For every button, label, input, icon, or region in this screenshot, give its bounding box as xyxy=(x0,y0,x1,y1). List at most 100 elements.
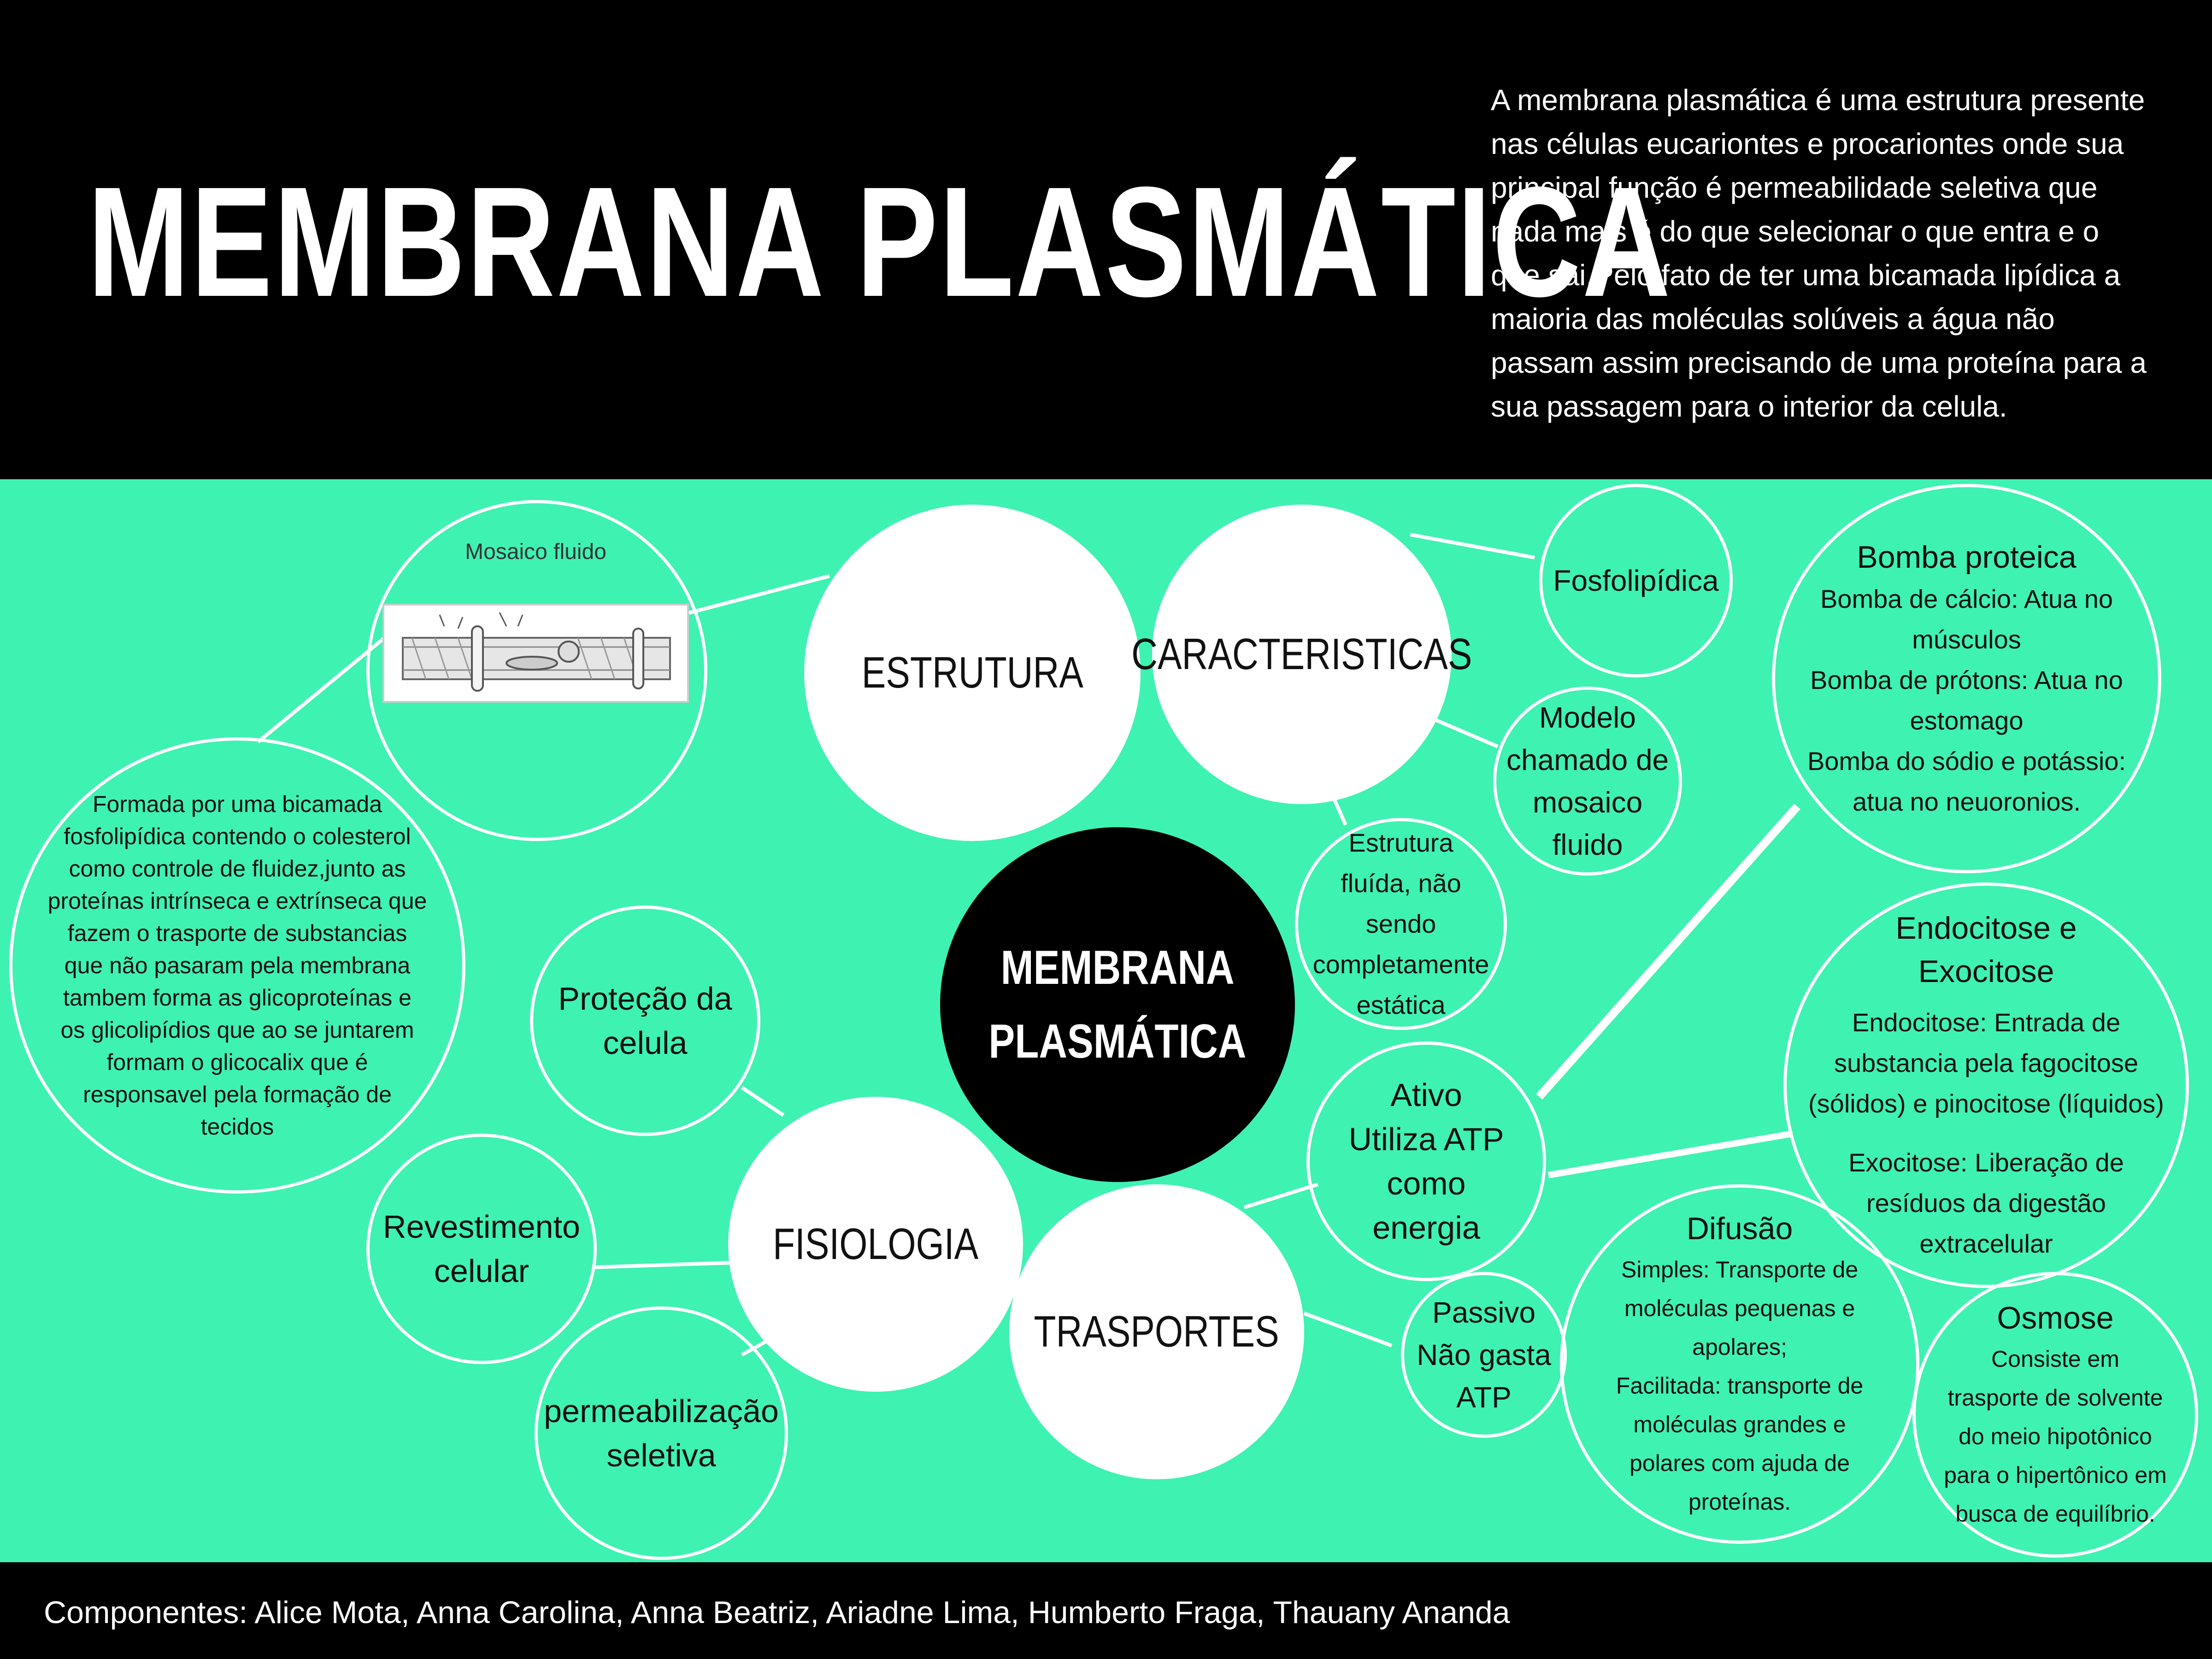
caracteristicas-node: CARACTERISTICAS xyxy=(1131,505,1472,804)
protecao-node: Proteção da celula xyxy=(530,906,760,1136)
trasportes-node: TRASPORTES xyxy=(1009,1184,1304,1479)
formada-line: os glicolipídios que ao se juntarem xyxy=(60,1017,414,1043)
intro-paragraph: A membrana plasmática é uma estrutura pr… xyxy=(1491,78,2177,429)
difusao-line: moléculas pequenas e xyxy=(1624,1295,1855,1321)
center-label-line2: PLASMÁTICA xyxy=(988,1015,1247,1068)
bomba-line: estomago xyxy=(1910,706,2024,735)
endocitose-line: resíduos da digestão xyxy=(1866,1188,2106,1218)
passivo-line: Não gasta xyxy=(1417,1338,1551,1371)
revestimento-line: celular xyxy=(434,1253,529,1289)
revestimento-node: Revestimento celular xyxy=(366,1134,597,1364)
ativo-line: Utiliza ATP xyxy=(1348,1121,1504,1157)
osmose-line: busca de equilíbrio. xyxy=(1955,1501,2155,1527)
intro-line: nas células eucariontes e procariontes o… xyxy=(1491,127,2124,160)
bilayer-hatch xyxy=(411,637,639,680)
estrutura-fluida-line: Estrutura xyxy=(1348,828,1453,857)
endocitose-line: Endocitose: Entrada de xyxy=(1852,1008,2121,1037)
estrutura-node: ESTRUTURA xyxy=(804,505,1141,841)
modelo-line: fluido xyxy=(1552,828,1623,861)
endocitose-title: Endocitose e xyxy=(1895,911,2077,946)
difusao-line: Facilitada: transporte de xyxy=(1616,1373,1864,1399)
mosaico-caption: Mosaico fluido xyxy=(465,540,606,564)
permeabilizacao-line: permeabilização xyxy=(544,1393,779,1429)
endocitose-line: (sólidos) e pinocitose (líquidos) xyxy=(1808,1089,2164,1118)
formada-line: Formada por uma bicamada xyxy=(92,791,382,817)
osmose-line: Consiste em xyxy=(1991,1346,2119,1372)
protein-shape xyxy=(632,628,644,689)
osmose-line: para o hipertônico em xyxy=(1944,1462,2167,1488)
estrutura-fluida-line: sendo xyxy=(1365,909,1436,938)
permeabilizacao-line: seletiva xyxy=(606,1437,716,1473)
bomba-node: Bomba proteica Bomba de cálcio: Atua no … xyxy=(1772,484,2161,873)
bomba-line: Bomba de prótons: Atua no xyxy=(1810,665,2123,694)
header-band xyxy=(0,0,2212,479)
mosaico-fluido-node xyxy=(366,500,707,841)
passivo-line: Passivo xyxy=(1432,1296,1536,1329)
membrane-illustration xyxy=(382,604,689,703)
intro-line: principal função é permeabilidade seleti… xyxy=(1491,171,2098,204)
protein-shape xyxy=(471,625,484,692)
ativo-node: Ativo Utiliza ATP como energia xyxy=(1306,1041,1546,1281)
intro-line: A membrana plasmática é uma estrutura pr… xyxy=(1491,83,2145,117)
formada-line: fazem o trasporte de substancias xyxy=(67,920,407,946)
credits: Componentes: Alice Mota, Anna Carolina, … xyxy=(44,1595,1510,1630)
page-title: MEMBRANA PLASMÁTICA xyxy=(88,154,1672,329)
estrutura-label: ESTRUTURA xyxy=(861,648,1083,697)
formada-line: responsavel pela formação de xyxy=(83,1082,392,1107)
formada-node: Formada por uma bicamada fosfolipídica c… xyxy=(9,737,465,1194)
fisiologia-label: FISIOLOGIA xyxy=(772,1219,979,1269)
formada-line: proteínas intrínseca e extrínseca que xyxy=(47,888,427,914)
carbohydrate-chains xyxy=(439,612,524,629)
difusao-title: Difusão xyxy=(1686,1211,1793,1246)
osmose-line: trasporte de solvente xyxy=(1947,1385,2163,1411)
membrane-sketch xyxy=(402,612,671,692)
endocitose-line: substancia pela fagocitose xyxy=(1834,1048,2138,1077)
fosfolipidica-node: Fosfolipídica xyxy=(1539,484,1733,677)
bomba-line: Bomba do sódio e potássio: xyxy=(1807,746,2126,776)
modelo-node: Modelo chamado de mosaico fluido xyxy=(1493,687,1682,876)
ativo-line: energia xyxy=(1372,1210,1480,1246)
difusao-line: Simples: Transporte de xyxy=(1621,1257,1859,1282)
estrutura-fluida-line: completamente xyxy=(1312,950,1489,979)
formada-line: que não pasaram pela membrana xyxy=(64,953,411,978)
endocitose-line: extracelular xyxy=(1919,1229,2053,1258)
endocitose-title: Exocitose xyxy=(1918,954,2054,989)
intro-line: passam assim precisando de uma proteína … xyxy=(1491,346,2147,379)
passivo-line: ATP xyxy=(1456,1381,1512,1414)
difusao-line: proteínas. xyxy=(1688,1489,1791,1515)
bomba-line: atua no neuoronios. xyxy=(1852,787,2081,816)
center-label-line1: MEMBRANA xyxy=(1000,941,1235,994)
protecao-line: celula xyxy=(603,1025,688,1061)
modelo-line: Modelo xyxy=(1539,701,1636,734)
intro-line: que sai.Pelo fato de ter uma bicamada li… xyxy=(1491,259,2121,292)
protein-shape xyxy=(558,641,580,663)
bomba-line: músculos xyxy=(1912,624,2021,654)
fosfolipidica-label: Fosfolipídica xyxy=(1553,564,1719,597)
estrutura-fluida-node: Estrutura fluída, não sendo completament… xyxy=(1295,818,1507,1030)
protein-shape xyxy=(506,656,558,671)
caracteristicas-label: CARACTERISTICAS xyxy=(1131,629,1472,679)
difusao-line: apolares; xyxy=(1692,1334,1787,1360)
footer-band xyxy=(0,1562,2212,1659)
trasportes-label: TRASPORTES xyxy=(1034,1307,1280,1356)
estrutura-fluida-line: estática xyxy=(1356,990,1446,1019)
modelo-line: mosaico xyxy=(1532,786,1643,819)
protecao-line: Proteção da xyxy=(558,981,732,1017)
formada-line: como controle de fluidez,junto as xyxy=(69,856,406,882)
formada-line: fosfolipídica contendo o colesterol xyxy=(64,824,411,849)
difusao-node: Difusão Simples: Transporte de moléculas… xyxy=(1560,1184,1919,1544)
intro-line: sua passagem para o interior da celula. xyxy=(1491,390,2007,423)
osmose-node: Osmose Consiste em trasporte de solvente… xyxy=(1912,1272,2198,1558)
difusao-line: moléculas grandes e xyxy=(1633,1412,1846,1437)
center-node: MEMBRANA PLASMÁTICA xyxy=(940,827,1295,1182)
formada-line: formam o glicocalix que é xyxy=(106,1049,368,1075)
modelo-line: chamado de xyxy=(1506,743,1669,777)
passivo-node: Passivo Não gasta ATP xyxy=(1401,1272,1567,1438)
formada-line: tambem forma as glicoproteínas e xyxy=(63,985,412,1011)
revestimento-line: Revestimento xyxy=(383,1209,580,1245)
bomba-line: Bomba de cálcio: Atua no xyxy=(1820,584,2113,613)
fisiologia-node: FISIOLOGIA xyxy=(728,1097,1023,1392)
intro-line: nada mais é do que selecionar o que entr… xyxy=(1491,215,2100,248)
intro-line: maioria das moléculas solúveis a água nã… xyxy=(1491,302,2055,335)
ativo-line: como xyxy=(1387,1165,1466,1201)
